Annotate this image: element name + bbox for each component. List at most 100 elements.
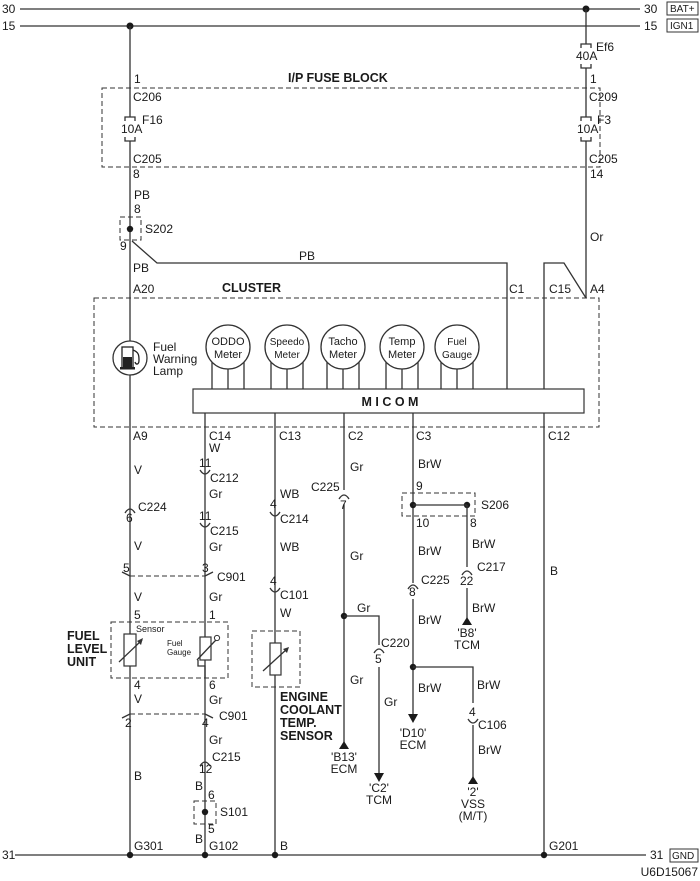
c901-b-pin: 2: [125, 716, 132, 730]
dest-d10: 'D10': [400, 726, 427, 740]
wire-or: Or: [590, 230, 603, 244]
fuse-f3: 10A F3: [577, 113, 611, 142]
lamp-label-1: Fuel: [153, 340, 176, 354]
meter-tacho-label-1: Tacho: [328, 336, 357, 348]
meter-fuel-label-2: Gauge: [442, 350, 472, 361]
s202-label: S202: [145, 222, 173, 236]
s202-pin-in: 8: [134, 202, 141, 216]
gnd-tag-box: [669, 848, 699, 863]
bat-tag-box: [666, 1, 699, 16]
ground-dot-g301: [126, 851, 134, 859]
wire-pb-1: PB: [134, 188, 150, 202]
wire-c2-gr4: Gr: [384, 695, 397, 709]
ground-g301: G301: [134, 839, 164, 853]
meter-oddo-label-2: Meter: [214, 349, 242, 361]
wire-c3-brw5: BrW: [477, 678, 501, 692]
wire-c2-gr2: Gr: [350, 549, 363, 563]
dest-b8-tcm: TCM: [454, 638, 480, 652]
meter-tacho-label-2: Meter: [329, 349, 357, 361]
arrow-c2-tcm-icon: [374, 773, 384, 782]
wire-c3-brw2: BrW: [418, 544, 442, 558]
s206-pin-10: 10: [416, 516, 430, 530]
wire-c14-gr4: Gr: [209, 693, 222, 707]
wire-c14-gr3: Gr: [209, 590, 222, 604]
pin-c14: C14: [209, 429, 231, 443]
s202-dot: [126, 225, 134, 233]
c206-pin: 1: [134, 72, 141, 86]
ground-dot-g201: [540, 851, 548, 859]
c901-bottom-label: C901: [219, 709, 248, 723]
c220-pin: 5: [375, 652, 382, 666]
rail-15-ign: 15 15 IGN1: [2, 18, 699, 33]
s206-pin-9: 9: [416, 479, 423, 493]
rail-31-label: 31: [2, 848, 16, 862]
s101-pin-in: 6: [208, 788, 215, 802]
flu-pin-4: 4: [134, 678, 141, 692]
f3-rating: 10A: [577, 122, 598, 136]
pin-a9: A9: [133, 429, 148, 443]
meter-speedo-label-2: Meter: [274, 350, 300, 361]
arrow-vss-icon: [468, 776, 478, 784]
arrow-b8-tcm-icon: [462, 617, 472, 625]
meter-fuel-gauge: Fuel Gauge: [434, 324, 480, 389]
ef6-rating: 40A: [576, 49, 597, 63]
fuel-warning-lamp: Fuel Warning Lamp: [112, 340, 197, 378]
s202-pin-out: 9: [120, 239, 127, 253]
dest-vss-note: (M/T): [459, 809, 488, 823]
dest-b13-ecm: ECM: [331, 762, 358, 776]
meter-oddo: ODDO Meter: [205, 324, 251, 389]
ground-g201: G201: [549, 839, 579, 853]
wire-c14-gr5: Gr: [209, 733, 222, 747]
c215-b-pin: 12: [199, 762, 213, 776]
pin-a20: A20: [133, 282, 155, 296]
flu-gauge-label-1: Fuel: [167, 639, 183, 648]
wire-c13-wb1: WB: [280, 487, 299, 501]
meter-temp-label-2: Meter: [388, 349, 416, 361]
wire-c3-brw-branch: BrW: [472, 537, 496, 551]
circuit-c13: WB 4 C214 WB 4 C101 W B: [269, 487, 309, 853]
pin-c12: C12: [548, 429, 570, 443]
c205-right-label: C205: [589, 152, 618, 166]
wire-pb-2: PB: [133, 261, 149, 275]
c205-right-pin: 14: [590, 167, 604, 181]
c225-c3-pin: 8: [409, 585, 416, 599]
c217-pin: 22: [460, 574, 474, 588]
micom-box: [192, 388, 585, 414]
c225-c2-label: C225: [311, 480, 340, 494]
s206-box: [401, 492, 476, 517]
flu-label-1: FUEL: [67, 629, 100, 643]
c901-top-label: C901: [217, 570, 246, 584]
c101-pin: 4: [270, 574, 277, 588]
meter-temp: Temp Meter: [379, 324, 425, 389]
s101-label: S101: [220, 805, 248, 819]
flu-label-2: LEVEL: [67, 642, 108, 656]
s206-pin-8: 8: [470, 516, 477, 530]
flu-label-3: UNIT: [67, 655, 97, 669]
circuit-c14: W 11 C212 Gr 11 C215 Gr 3 C901 Gr 1 6 Gr…: [193, 441, 248, 853]
circuit-c3: BrW 9 S206 10 8 BrW BrW C217 22 BrW 'B8'…: [400, 413, 509, 823]
pin-c13: C13: [279, 429, 301, 443]
c225-c3-label: C225: [421, 573, 450, 587]
c224-label: C224: [138, 500, 167, 514]
c214-pin: 4: [270, 497, 277, 511]
fuse-block-title: I/P FUSE BLOCK: [288, 71, 388, 85]
variable-resistor-sensor-icon: [118, 633, 143, 667]
ground-dot-g102: [201, 851, 209, 859]
flu-pin-1: 1: [209, 608, 216, 622]
circuit-c2: Gr C225 7 Gr Gr C220 5 Gr Gr 'B13' ECM '…: [311, 413, 410, 807]
wire-c3-brw3: BrW: [418, 613, 442, 627]
s101-dot: [201, 808, 209, 816]
pin-c1: C1: [509, 282, 525, 296]
circuit-c12: B G201: [549, 564, 579, 853]
lamp-label-3: Lamp: [153, 364, 183, 378]
f16-name: F16: [142, 113, 163, 127]
cluster: CLUSTER A20 C1 C15 A4 Fuel Warning Lamp …: [93, 281, 605, 443]
dest-d10-ecm: ECM: [400, 738, 427, 752]
meter-speedo: Speedo Meter: [264, 324, 310, 389]
s101-pin-out: 5: [208, 822, 215, 836]
gnd-tag: GND: [672, 851, 694, 862]
wire-c3-brw1: BrW: [418, 457, 442, 471]
wire-a9-b: B: [134, 769, 142, 783]
ip-fuse-block: I/P FUSE BLOCK: [101, 71, 601, 168]
rail-31-gnd: 31 31 GND: [2, 848, 699, 863]
